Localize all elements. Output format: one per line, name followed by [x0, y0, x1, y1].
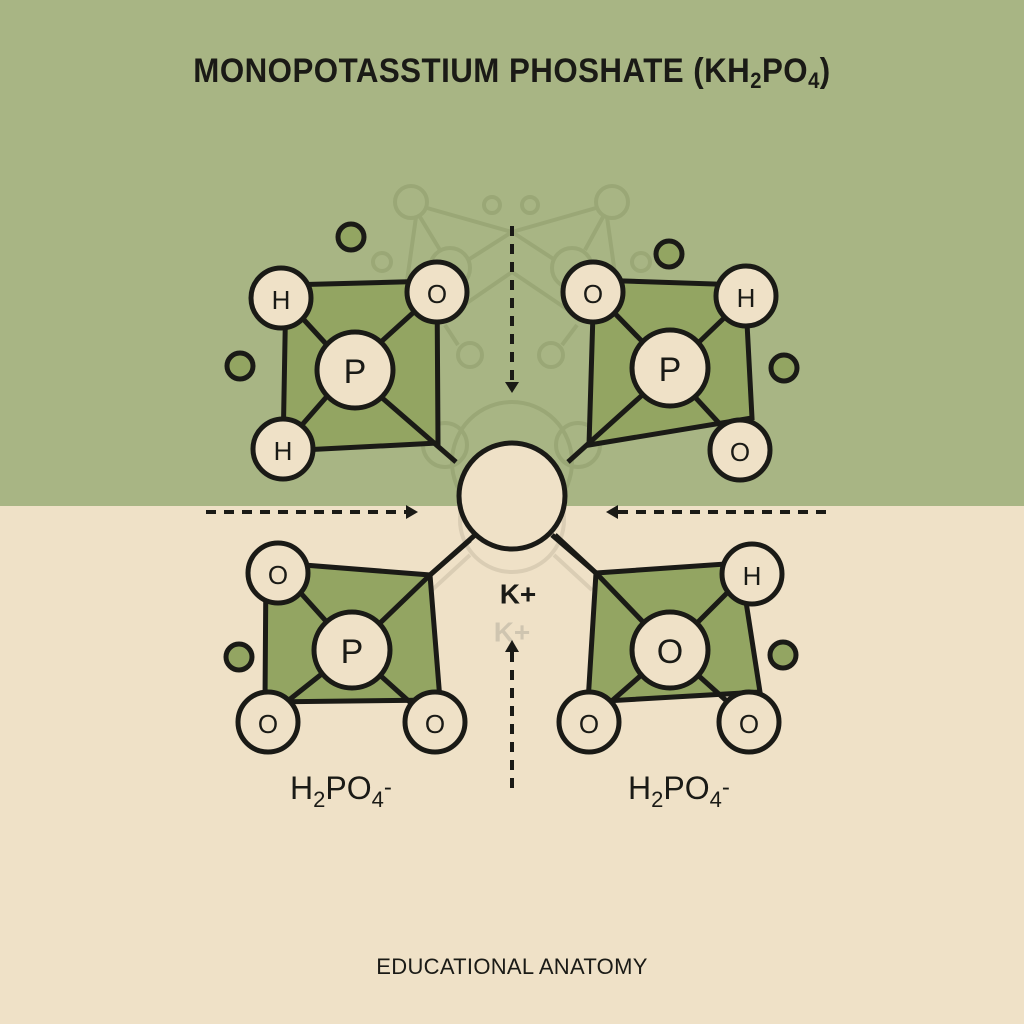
molecule-top-left-labels: H O P H: [272, 279, 448, 466]
formula-po: PO: [663, 770, 710, 806]
atom-label: O: [579, 709, 599, 739]
atom: [235, 689, 301, 755]
atom-label: O: [268, 560, 288, 590]
atom-label: O: [583, 279, 603, 309]
atom-label: O: [739, 709, 759, 739]
atom-label: H: [272, 285, 291, 315]
potassium-ion: [428, 440, 598, 577]
molecule-top-left: [224, 221, 470, 482]
arrowhead-right-icon: [406, 505, 418, 519]
atom: [250, 416, 316, 482]
arrowhead-left-icon: [606, 505, 618, 519]
atom-label: P: [344, 353, 367, 391]
atom: [404, 259, 470, 325]
atom: [707, 417, 773, 483]
electron-dot: [224, 350, 256, 382]
atom: [248, 265, 314, 331]
title-mid: PO: [761, 52, 809, 90]
formula-label-left: H2PO4-: [290, 770, 392, 813]
molecule-top-right: [560, 238, 800, 483]
atom-label: O: [425, 709, 445, 739]
atom: [716, 689, 782, 755]
atom-label: H: [743, 561, 762, 591]
formula-h: H: [628, 770, 652, 806]
atom-center: [311, 609, 393, 691]
atom: [245, 540, 311, 606]
title-subscript-2: 2: [750, 68, 762, 93]
atom-label: O: [258, 709, 278, 739]
molecule-bottom-right-labels: H O O O: [579, 561, 762, 739]
molecule-bottom-left: [223, 538, 472, 755]
title-subscript-4: 4: [808, 68, 820, 93]
formula-sub: 2: [651, 787, 664, 812]
atom-label: P: [341, 633, 364, 671]
atom-label: H: [737, 283, 756, 313]
atom-label: H: [274, 436, 293, 466]
atom: [402, 689, 468, 755]
arrow-from-right: [606, 505, 834, 519]
atom-label: P: [659, 351, 682, 389]
potassium-ion-circle: [456, 440, 568, 552]
formula-sub: 4: [371, 787, 384, 812]
atom-center: [629, 609, 711, 691]
electron-dot: [223, 641, 255, 673]
formula-charge: -: [721, 774, 730, 801]
molecule-bottom-right: [553, 533, 799, 755]
footer-caption: EDUCATIONAL ANATOMY: [376, 954, 648, 979]
title-end: ): [819, 52, 831, 90]
molecule-bottom-left-labels: O O P O: [258, 560, 445, 739]
arrowhead-up-icon: [505, 640, 519, 652]
electron-dot: [335, 221, 367, 253]
electron-dot: [653, 238, 685, 270]
arrowhead-down-icon: [505, 382, 519, 393]
arrow-from-bottom: [505, 640, 519, 788]
page-title: MONOPOTASSTIUM PHOSHATE (KH2PO4): [41, 52, 983, 94]
atom: [719, 541, 785, 607]
potassium-ion-label: K+: [500, 579, 537, 610]
formula-h: H: [290, 770, 314, 806]
arrow-from-top: [505, 226, 519, 393]
molecule-top-right-labels: O H P O: [583, 279, 756, 467]
formula-sub: 4: [709, 787, 722, 812]
formula-label-right: H2PO4-: [628, 770, 730, 813]
atom-center: [629, 327, 711, 409]
atom-label: O: [427, 279, 447, 309]
title-main: MONOPOTASSTIUM PHOSHATE (KH: [193, 52, 751, 90]
formula-charge: -: [383, 774, 392, 801]
electron-dot: [767, 639, 799, 671]
atom-label: O: [730, 437, 750, 467]
electron-dot: [768, 352, 800, 384]
atom: [713, 263, 779, 329]
atom: [556, 689, 622, 755]
atom: [560, 259, 626, 325]
formula-po: PO: [325, 770, 372, 806]
formula-sub: 2: [313, 787, 326, 812]
atom-label: O: [657, 633, 683, 671]
atom-center: [314, 329, 396, 411]
arrow-from-left: [206, 505, 418, 519]
